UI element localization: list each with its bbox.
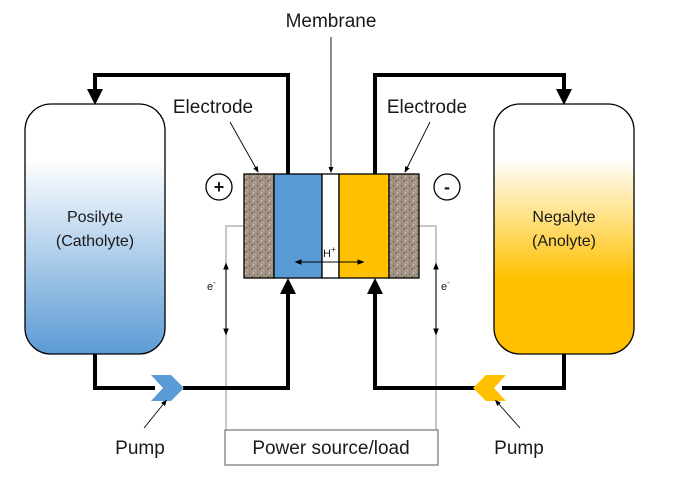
electrode-right-leader — [404, 121, 431, 173]
electrode-right — [388, 173, 420, 279]
positive-terminal — [205, 173, 233, 201]
power-source-box — [224, 429, 439, 466]
electrode-right-label: Electrode — [387, 97, 467, 118]
membrane-label: Membrane — [286, 11, 377, 32]
pipe-top-right — [373, 73, 572, 174]
pump-left-label: Pump — [115, 438, 165, 459]
proton-label: H+ — [323, 245, 336, 260]
electron-label-right: e- — [441, 278, 450, 293]
pump-right-icon — [473, 375, 506, 401]
posilyte-label-line1: Posilyte — [67, 209, 123, 226]
pump-right-label: Pump — [494, 438, 544, 459]
electrode-left-label: Electrode — [173, 97, 253, 118]
electron-label-left: e- — [207, 278, 216, 293]
posilyte-label-line2: (Catholyte) — [56, 233, 134, 250]
electrode-left — [243, 173, 275, 279]
negalyte-label-line2: (Anolyte) — [532, 233, 596, 250]
pipe-bottom-left — [93, 286, 288, 390]
pipe-top-left — [87, 73, 290, 174]
pump-right-leader — [494, 399, 521, 429]
posilyte-tank — [24, 103, 166, 355]
pump-left-icon — [151, 375, 184, 401]
pump-left-leader — [143, 399, 167, 429]
negative-terminal-sign: - — [444, 177, 450, 197]
negalyte-tank — [493, 103, 635, 355]
electrode-left-leader — [229, 121, 259, 173]
power-source-label: Power source/load — [252, 438, 409, 459]
negative-terminal — [433, 173, 461, 201]
negalyte-label-line1: Negalyte — [532, 209, 595, 226]
positive-terminal-sign: + — [214, 177, 225, 197]
pipe-bottom-right — [375, 286, 566, 390]
